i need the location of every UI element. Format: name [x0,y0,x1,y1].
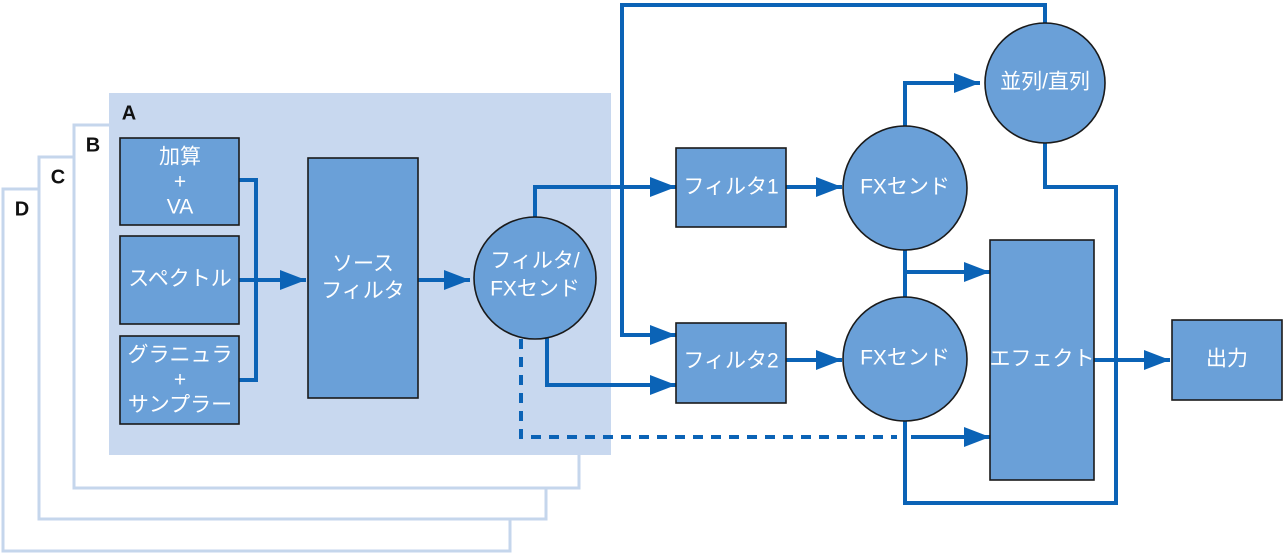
wire-fxsend2-down [903,142,1118,505]
layer-b-label: B [86,134,100,156]
svg-text:フィルタ/: フィルタ/ [490,250,580,273]
svg-text:FXセンド: FXセンド [860,347,950,370]
wire-bypass-to-effects [519,339,897,439]
svg-text:VA: VA [167,196,193,219]
svg-text:+: + [174,171,186,194]
wire-fxsend1-to-parallel-serial [903,73,980,126]
additive-va-block: 加算 + VA [119,137,240,226]
output-block: 出力 [1171,319,1283,401]
layer-d-label: D [15,198,29,220]
source-filter-block: ソース フィルタ [307,157,419,399]
layer-c-label: C [51,166,65,188]
granular-sampler-block: グラニュラ + サンプラー [119,335,240,425]
svg-text:出力: 出力 [1206,348,1248,371]
filter1-block: フィルタ1 [675,147,787,228]
svg-text:フィルタ2: フィルタ2 [683,350,778,373]
svg-text:+: + [174,369,186,392]
svg-text:加算: 加算 [159,146,201,169]
effects-block: エフェクト [989,239,1095,481]
svg-text:並列/直列: 並列/直列 [1000,71,1090,94]
svg-text:スペクトル: スペクトル [128,268,232,291]
wire-granular-out [239,280,258,382]
parallel-serial-node: 並列/直列 [984,22,1106,144]
svg-text:グラニュラ: グラニュラ [128,344,233,367]
layer-a-label: A [122,102,136,124]
fx-send-1-node: FXセンド [842,125,968,251]
wire-additive-out [239,178,258,280]
svg-text:FXセンド: FXセンド [490,278,580,301]
filter2-block: フィルタ2 [675,322,787,404]
fx-send-2-node: FXセンド [842,296,968,422]
wire-fxsend-to-filter2 [545,337,676,395]
svg-text:フィルタ1: フィルタ1 [683,176,778,199]
svg-text:FXセンド: FXセンド [860,176,950,199]
filter-fx-send-node: フィルタ/ FXセンド [473,216,597,340]
connections [239,3,1170,505]
svg-text:サンプラー: サンプラー [128,394,232,417]
svg-text:フィルタ: フィルタ [321,280,405,303]
wire-fxsend-to-filter1 [533,177,676,220]
wire-parallel-serial-loop [620,3,1047,345]
spectral-block: スペクトル [119,235,240,325]
svg-text:ソース: ソース [332,253,394,276]
svg-text:エフェクト: エフェクト [990,348,1095,371]
